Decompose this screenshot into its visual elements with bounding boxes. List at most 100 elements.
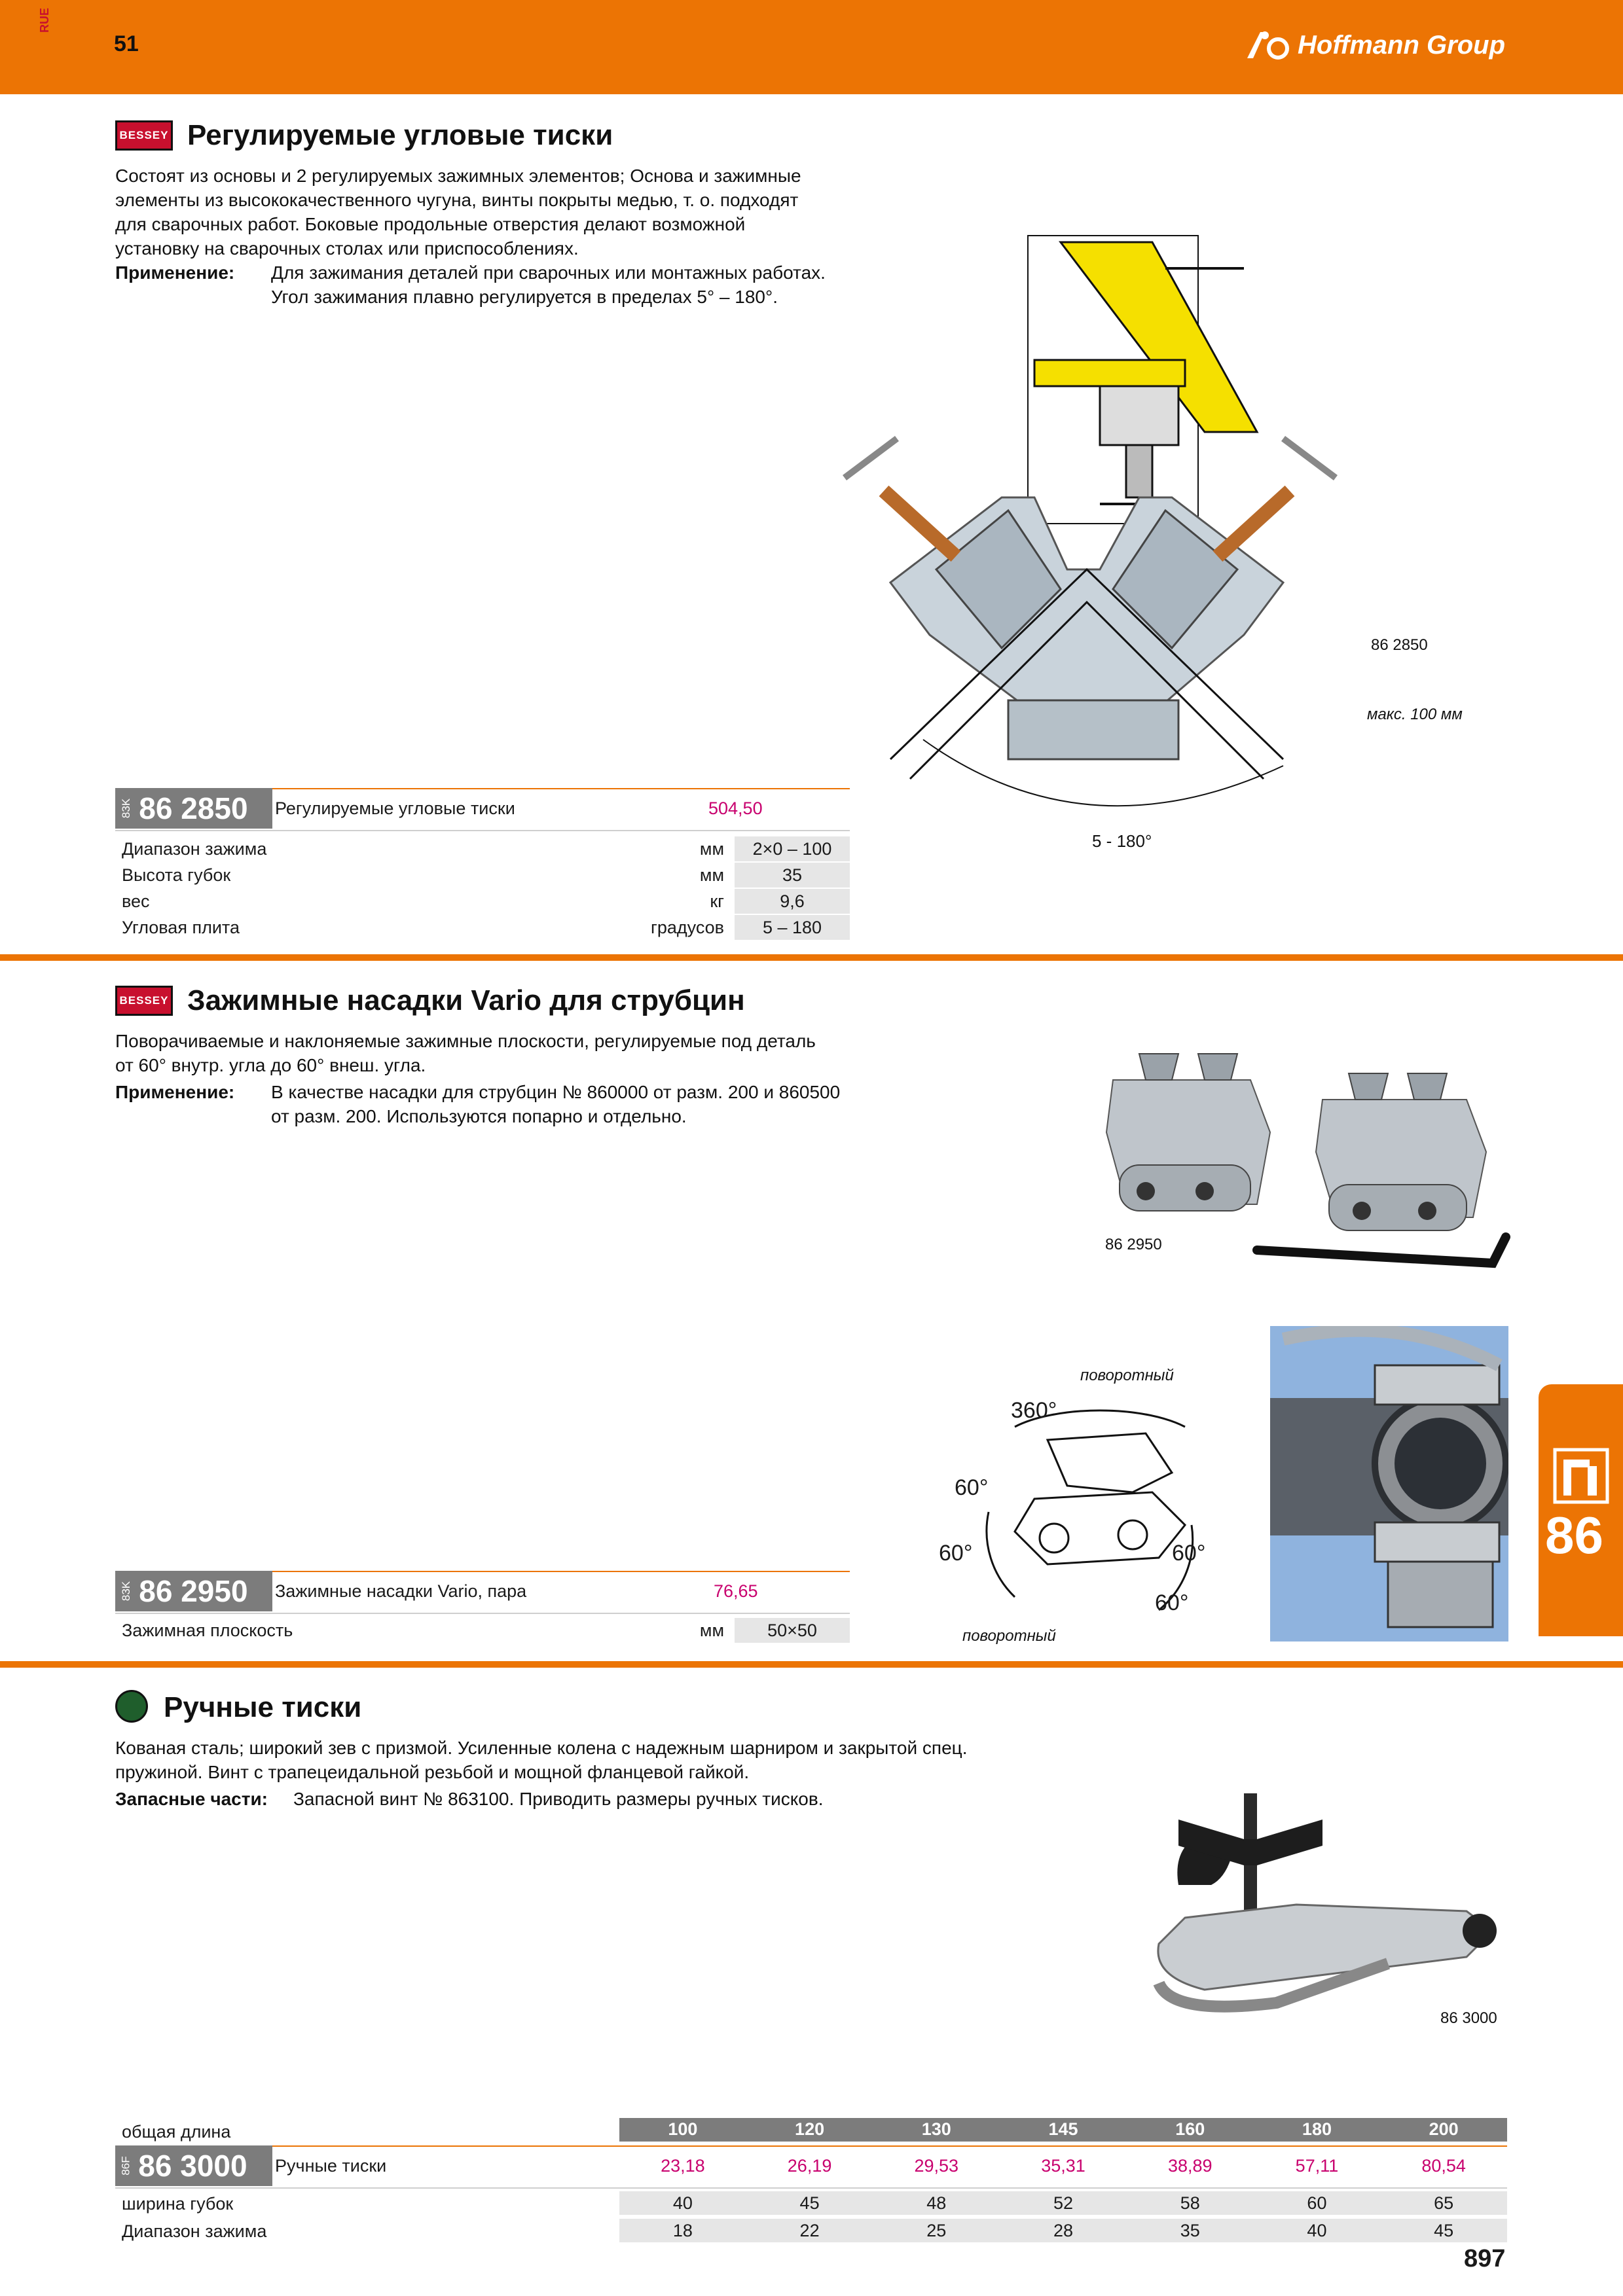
length-value: 200 xyxy=(1429,2119,1459,2139)
table-rule xyxy=(115,2187,1507,2189)
price-value: 26,19 xyxy=(787,2156,832,2176)
company-logo: Hoffmann Group xyxy=(1244,29,1505,62)
length-values: 100 120 130 145 160 180 200 xyxy=(619,2119,1507,2143)
hand-vise-photo xyxy=(1153,1793,1497,2013)
range-value: 25 xyxy=(926,2220,947,2240)
clamp-category-icon xyxy=(1553,1448,1609,1504)
rotatable-label-bottom: поворотный xyxy=(962,1627,1056,1645)
article-head-cell: 86F 86 3000 xyxy=(115,2145,272,2186)
image-label-863000: 86 3000 xyxy=(1440,2009,1497,2027)
row-unit: кг xyxy=(710,891,724,911)
range-value: 28 xyxy=(1053,2220,1074,2240)
table-row: Угловая плита градусов 5 – 180 xyxy=(115,915,850,940)
app-line: Для зажимания деталей при сварочных или … xyxy=(271,262,826,283)
section-number: 51 xyxy=(114,31,139,56)
price-values: 23,18 26,19 29,53 35,31 38,89 57,11 80,5… xyxy=(619,2156,1507,2176)
jaw-value: 52 xyxy=(1053,2193,1074,2213)
article-head-cell: 83K 86 2850 xyxy=(115,788,272,829)
jaw-value: 60 xyxy=(1307,2193,1327,2213)
rotatable-label-top: поворотный xyxy=(1080,1367,1174,1384)
application-label: Применение: xyxy=(115,1082,235,1102)
chapter-tab xyxy=(1539,1384,1623,1636)
article-price: 76,65 xyxy=(714,1581,758,1601)
jaw-width-row: ширина губок мм 40 45 48 52 58 60 65 xyxy=(115,2191,1507,2216)
table-top-rule xyxy=(272,788,850,789)
section2-description: Поворачиваемые и наклоняемые зажимные пл… xyxy=(115,1029,875,1077)
vario-attachments-photo xyxy=(1105,1053,1510,1268)
angle-60-label: 60° xyxy=(939,1541,973,1566)
price-value: 57,11 xyxy=(1295,2156,1339,2176)
clamp-range-row: Диапазон зажима мм 18 22 25 28 35 40 45 xyxy=(115,2219,1507,2244)
jaw-values: 40 45 48 52 58 60 65 xyxy=(619,2191,1507,2215)
range-value: 40 xyxy=(1307,2220,1327,2240)
main-vise-drawing xyxy=(843,436,1338,807)
jaw-value: 48 xyxy=(926,2193,947,2213)
length-value: 160 xyxy=(1175,2119,1205,2139)
row-label: Диапазон зажима xyxy=(122,838,267,859)
jaw-label: ширина губок xyxy=(122,2194,234,2214)
desc-line: установку на сварочных столах или приспо… xyxy=(115,238,579,259)
row-label: Угловая плита xyxy=(122,917,240,937)
image-label-862850: 86 2850 xyxy=(1371,636,1428,654)
price-value: 38,89 xyxy=(1167,2156,1213,2176)
image-label-862950: 86 2950 xyxy=(1105,1236,1162,1253)
table-row: Зажимная плоскость мм 50×50 xyxy=(115,1618,850,1643)
spare-parts-label: Запасные части: xyxy=(115,1789,268,1809)
hoffmann-logo-icon xyxy=(1247,31,1289,60)
page-header xyxy=(0,0,1623,94)
article-price: 504,50 xyxy=(708,798,763,818)
article-name: Ручные тиски xyxy=(275,2156,387,2176)
range-value: 45 xyxy=(1434,2220,1454,2240)
angle-60-label: 60° xyxy=(1172,1541,1206,1566)
logo-text: Hoffmann Group xyxy=(1298,30,1506,60)
article-number: 86 2950 xyxy=(139,1574,248,1608)
angle-360-label: 360° xyxy=(1011,1398,1057,1423)
section-divider xyxy=(0,1661,1623,1668)
desc-line: Поворачиваемые и наклоняемые зажимные пл… xyxy=(115,1031,816,1051)
desc-line: от 60° внутр. угла до 60° внеш. угла. xyxy=(115,1055,426,1075)
table-row: Диапазон зажима мм 2×0 – 100 xyxy=(115,836,850,861)
row-unit: градусов xyxy=(651,917,724,937)
spare-parts-text: Запасной винт № 863100. Приводить размер… xyxy=(293,1789,824,1809)
price-value: 80,54 xyxy=(1421,2156,1466,2176)
app-line: от разм. 200. Используются попарно и отд… xyxy=(271,1106,687,1126)
language-code: RUE xyxy=(38,7,51,33)
angle-range-label: 5 - 180° xyxy=(1092,831,1152,851)
row-value: 2×0 – 100 xyxy=(735,836,850,861)
range-values: 18 22 25 28 35 40 45 xyxy=(619,2219,1507,2242)
jaw-value: 65 xyxy=(1434,2193,1454,2213)
table-top-rule xyxy=(272,1571,850,1572)
table-row: вес кг 9,6 xyxy=(115,889,850,914)
jaw-value: 40 xyxy=(672,2193,693,2213)
application-text: В качестве насадки для струбцин № 860000… xyxy=(271,1080,840,1128)
price-value: 23,18 xyxy=(661,2156,705,2176)
row-label: вес xyxy=(122,891,150,911)
row-value: 50×50 xyxy=(735,1618,850,1643)
angle-60-label: 60° xyxy=(1155,1590,1189,1615)
quality-badge-icon xyxy=(115,1690,148,1723)
row-value: 35 xyxy=(735,863,850,888)
length-value: 130 xyxy=(921,2119,951,2139)
desc-line: для сварочных работ. Боковые продольные … xyxy=(115,214,746,234)
article-name: Регулируемые угловые тиски xyxy=(275,798,515,818)
page-number: 897 xyxy=(1464,2245,1506,2272)
row-value: 5 – 180 xyxy=(735,915,850,940)
article-number: 86 2850 xyxy=(139,791,248,825)
desc-line: Кованая сталь; широкий зев с призмой. Ус… xyxy=(115,1738,968,1758)
table-rule xyxy=(115,1613,850,1614)
table-top-rule xyxy=(272,2145,1507,2147)
section3-title: Ручные тиски xyxy=(164,1691,362,1723)
length-value: 120 xyxy=(795,2119,825,2139)
row-label: Высота губок xyxy=(122,865,231,885)
chapter-number: 86 xyxy=(1545,1506,1603,1564)
max-size-label: макс. 100 мм xyxy=(1367,706,1463,723)
section1-title: Регулируемые угловые тиски xyxy=(187,119,613,151)
angle-60-label: 60° xyxy=(955,1475,989,1500)
app-line: В качестве насадки для струбцин № 860000… xyxy=(271,1082,841,1102)
application-text: Для зажимания деталей при сварочных или … xyxy=(271,260,826,309)
desc-line: пружиной. Винт с трапецеидальной резьбой… xyxy=(115,1762,750,1782)
price-value: 35,31 xyxy=(1041,2156,1085,2176)
length-value: 145 xyxy=(1048,2119,1078,2139)
row-label: Зажимная плоскость xyxy=(122,1620,293,1640)
table-rule xyxy=(115,830,850,831)
